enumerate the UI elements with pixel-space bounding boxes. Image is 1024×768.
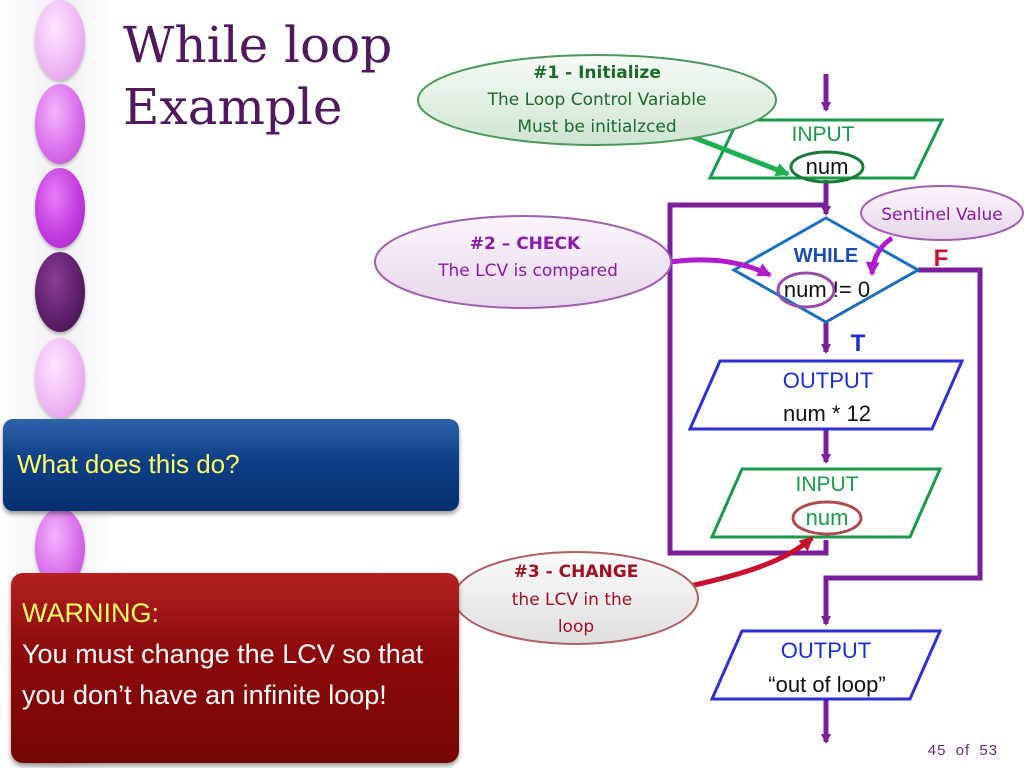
page-current: 45: [927, 742, 947, 759]
initialize-callout: [417, 54, 777, 146]
input1-var: num: [806, 154, 849, 179]
sentinel-callout-text: Sentinel Value: [881, 205, 1002, 225]
check-callout-line1: #2 – CHECK: [470, 234, 581, 254]
input-parallelogram-1: [707, 118, 945, 180]
check-callout: [374, 215, 672, 309]
question-box: What does this do?: [3, 419, 459, 511]
while-keyword: WHILE: [794, 245, 858, 267]
highlight-ring-num-while: [776, 271, 836, 309]
bead-decoration: [35, 168, 85, 248]
slide-title-line1: While loop: [123, 16, 393, 74]
initialize-callout-line1: #1 - Initialize: [533, 63, 661, 83]
bead-decoration: [35, 0, 85, 80]
bead-decoration: [35, 338, 85, 418]
bead-decoration: [35, 84, 85, 164]
change-pointer-arrow: [689, 536, 814, 589]
warning-label: WARNING:: [22, 598, 159, 628]
check-pointer-arrow: [669, 257, 772, 278]
sentinel-pointer-arrow: [865, 235, 894, 276]
check-callout-line2: The LCV is compared: [437, 261, 618, 281]
change-callout-line1: #3 - CHANGE: [514, 562, 639, 582]
change-callout-line3: loop: [558, 617, 594, 637]
connector-while-false: [821, 267, 983, 626]
sentinel-callout: [860, 185, 1024, 241]
page-of: of: [955, 742, 971, 759]
initialize-pointer-arrow: [689, 133, 790, 177]
output2-keyword: OUTPUT: [781, 638, 871, 663]
output-parallelogram-1: [687, 359, 965, 431]
false-branch-label: F: [934, 245, 949, 272]
output1-keyword: OUTPUT: [783, 368, 873, 393]
true-branch-label: T: [851, 330, 866, 357]
input1-keyword: INPUT: [792, 123, 855, 146]
slide-title: While loop Example: [123, 14, 392, 138]
question-text: What does this do?: [17, 449, 240, 479]
input2-keyword: INPUT: [796, 473, 859, 496]
output2-expr: “out of loop”: [768, 672, 885, 697]
input2-var: num: [806, 505, 849, 530]
highlight-ring-num-input: [789, 150, 865, 184]
page-counter: 45 of 53: [926, 742, 1000, 759]
connector-loop-back: [667, 202, 829, 556]
bead-decoration: [35, 252, 85, 332]
highlight-ring-num-change: [791, 500, 863, 536]
initialize-callout-line3: Must be initialzced: [517, 117, 676, 137]
output1-expr: num * 12: [783, 401, 871, 426]
initialize-callout-line2: The Loop Control Variable: [487, 90, 707, 110]
warning-text: You must change the LCV so that you don’…: [22, 639, 424, 710]
slide-title-line2: Example: [123, 78, 343, 136]
change-callout-line2: the LCV in the: [512, 590, 632, 610]
warning-box: WARNING: You must change the LCV so that…: [11, 573, 459, 763]
output-parallelogram-2: [709, 629, 943, 701]
page-total: 53: [979, 742, 998, 759]
while-condition: num != 0: [784, 277, 870, 302]
